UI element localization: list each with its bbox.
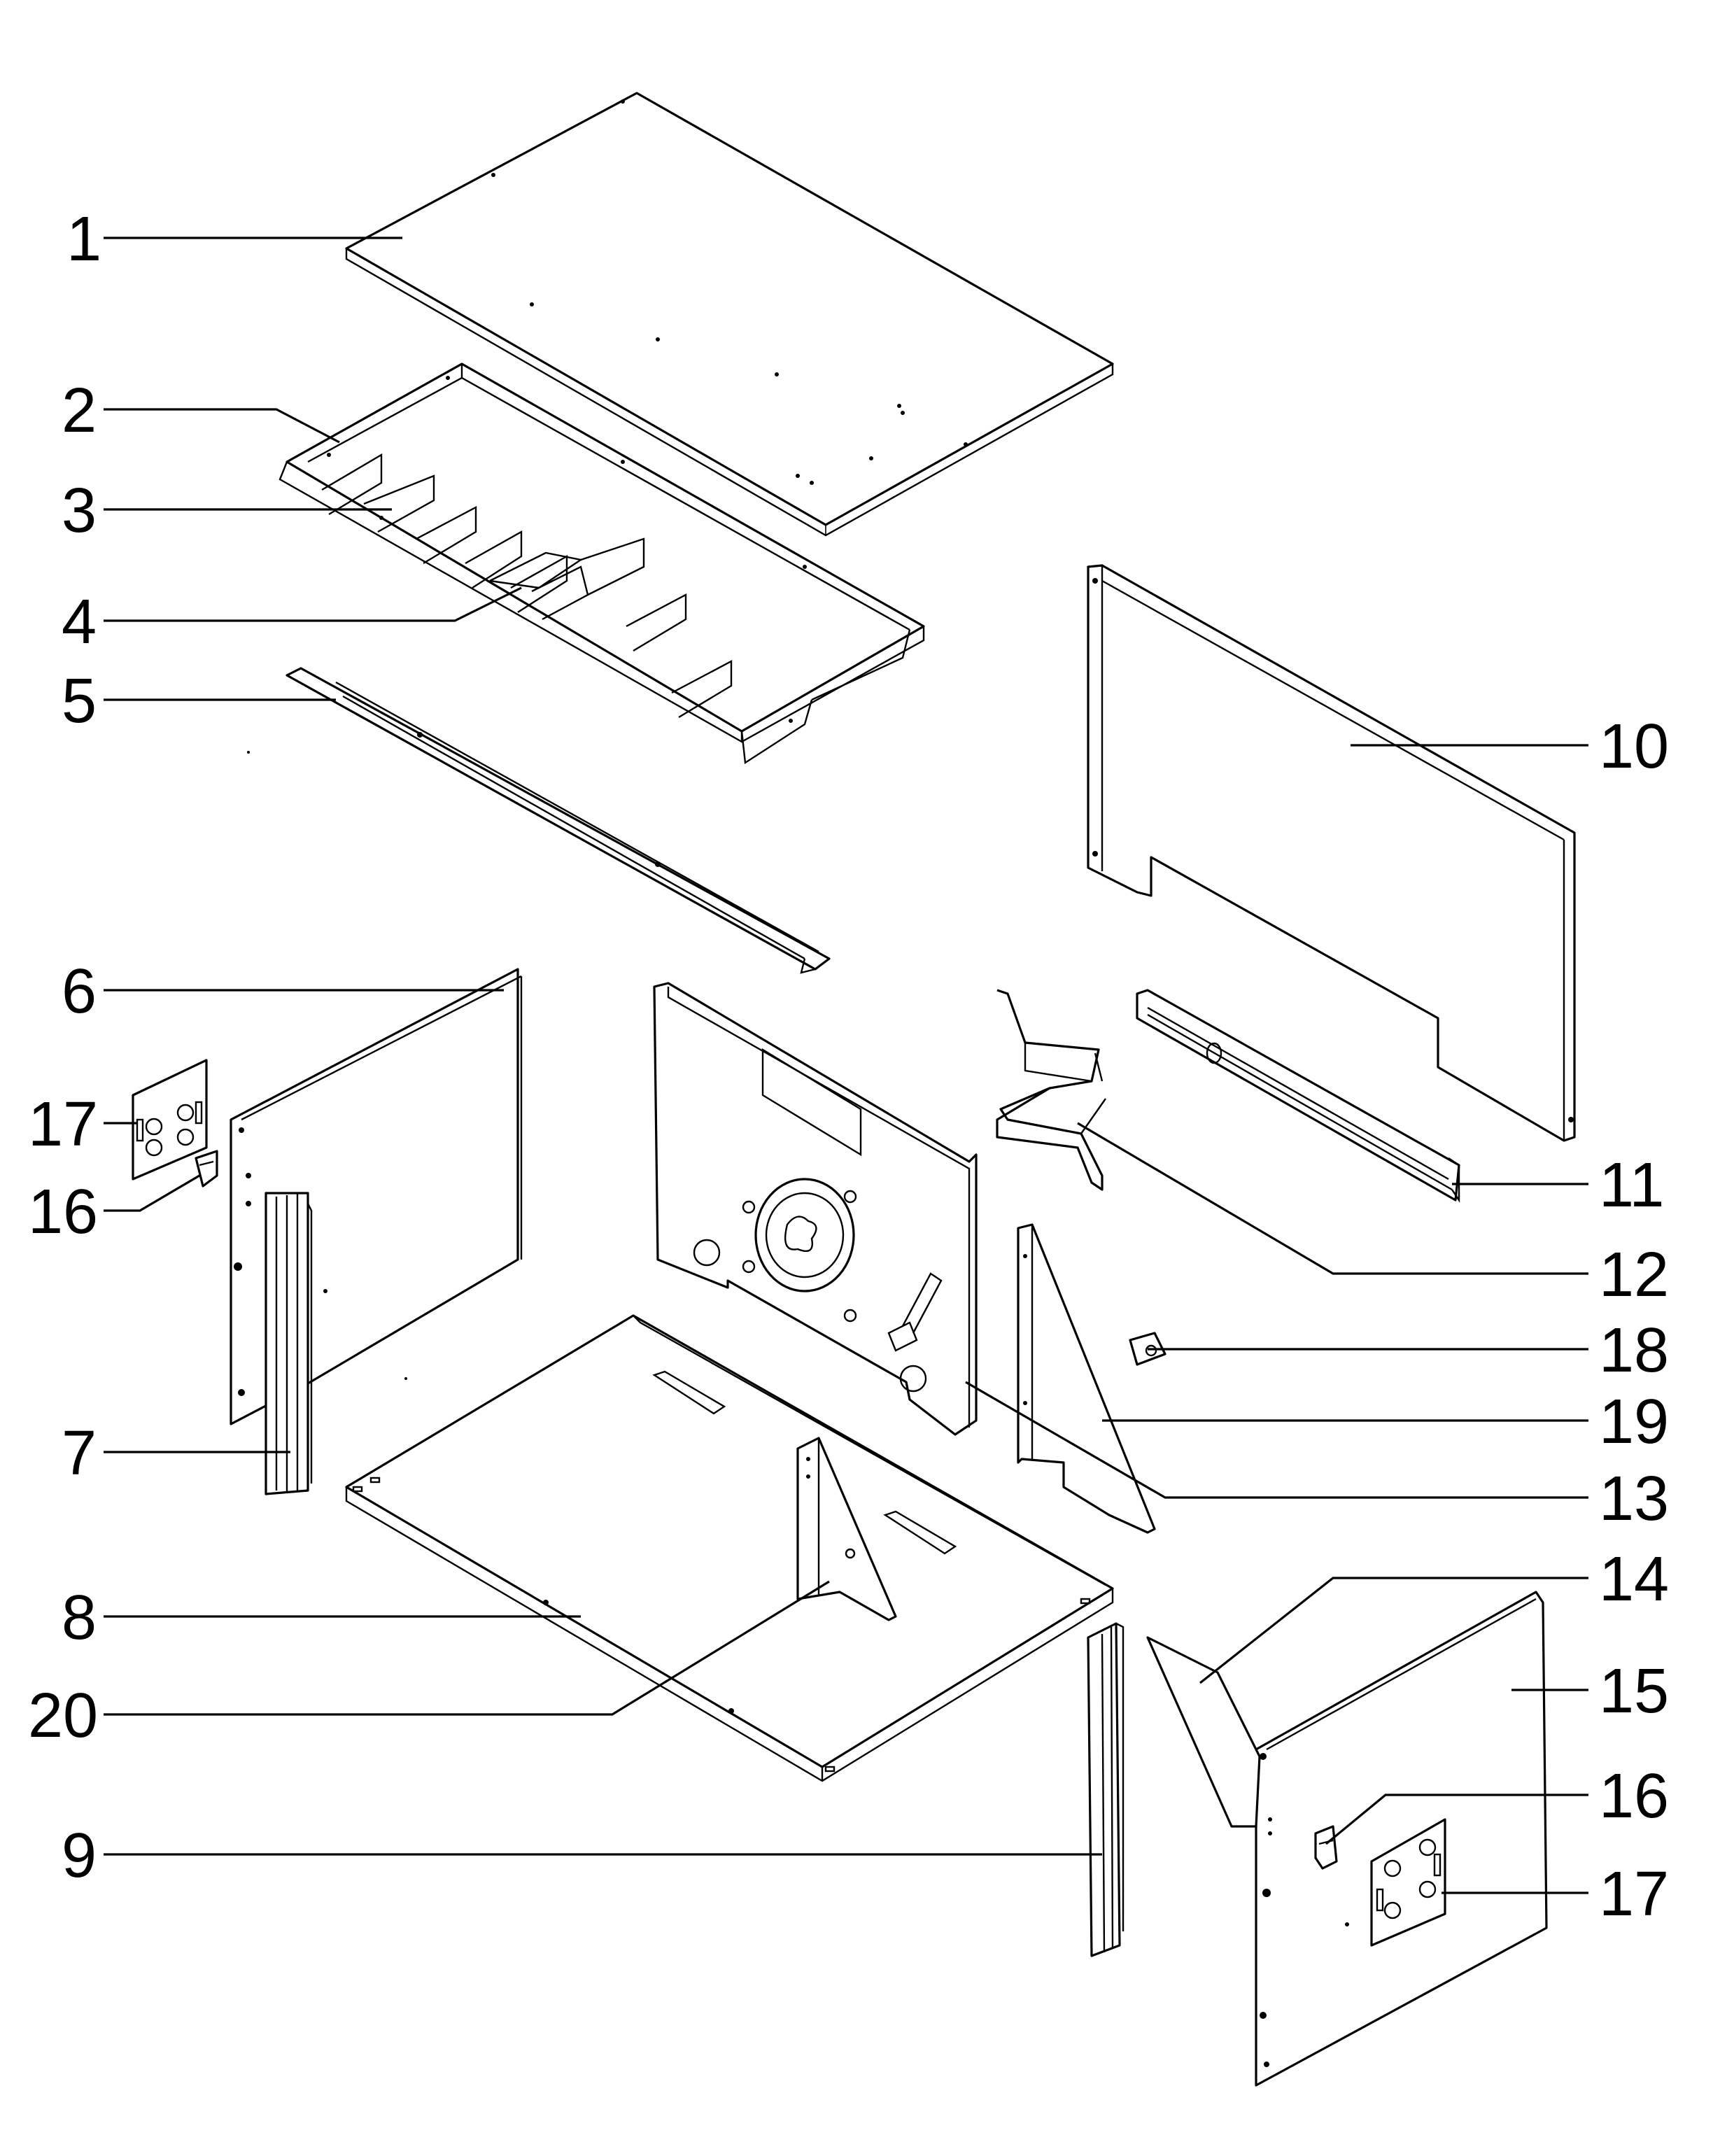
part-17-left-plate	[132, 1059, 208, 1181]
part-16-right-clip	[1314, 1825, 1338, 1870]
leader-20	[104, 1580, 830, 1716]
callout-5: 5	[62, 666, 97, 736]
leader-16a	[104, 1174, 200, 1212]
callout-13: 13	[1599, 1464, 1669, 1534]
callout-19: 19	[1599, 1387, 1669, 1457]
part-20-tray-bracket	[796, 1437, 897, 1621]
leader-16b	[1325, 1794, 1588, 1845]
callout-14: 14	[1599, 1544, 1669, 1614]
leader-2	[104, 408, 340, 444]
callout-7: 7	[62, 1418, 97, 1488]
part-11-bar	[1136, 989, 1460, 1203]
part-17-right-plate	[1370, 1818, 1446, 1947]
leader-4	[104, 586, 522, 622]
callout-16-right: 16	[1599, 1761, 1669, 1831]
leader-14	[1199, 1577, 1588, 1684]
callout-11: 11	[1599, 1150, 1664, 1220]
part-9-right-post	[1087, 1622, 1125, 1957]
callout-20: 20	[28, 1681, 98, 1751]
callout-12: 12	[1599, 1240, 1669, 1310]
part-1-top-panel	[345, 92, 1114, 537]
part-10-back-panel	[1087, 564, 1576, 1142]
callout-3: 3	[62, 476, 97, 546]
callout-labels: 1 2 3 4 5 6 17 16 7 8 20 9 10 11 12 18 1…	[28, 204, 1669, 1929]
part-19-gusset	[1017, 1223, 1156, 1534]
part-4-center-baffle	[489, 551, 589, 621]
part-12-bracket	[996, 989, 1106, 1191]
leader-12	[1077, 1122, 1588, 1275]
part-2-upper-tray	[279, 362, 925, 765]
callout-2: 2	[62, 376, 97, 446]
callout-18: 18	[1599, 1316, 1669, 1386]
callout-16-left: 16	[28, 1177, 98, 1247]
part-8-base-tray	[345, 1314, 1114, 1782]
part-15-right-side-panel	[1255, 1591, 1548, 2087]
leader-13	[965, 1381, 1588, 1499]
part-14-diagonal-strip	[1146, 1636, 1261, 1828]
callout-15: 15	[1599, 1656, 1669, 1726]
callout-9: 9	[62, 1821, 97, 1891]
part-5-rail	[247, 667, 831, 974]
leader-lines	[104, 237, 1588, 1894]
part-7-left-post	[265, 1192, 313, 1495]
callout-17-left: 17	[28, 1090, 98, 1160]
callout-4: 4	[62, 587, 97, 657]
callout-17-right: 17	[1599, 1859, 1669, 1929]
part-16-left-clip	[195, 1150, 218, 1188]
callout-6: 6	[62, 957, 97, 1027]
callout-10: 10	[1599, 712, 1669, 782]
callout-1: 1	[66, 204, 101, 274]
callout-8: 8	[62, 1583, 97, 1653]
part-13-fan-back-plate	[653, 982, 978, 1436]
